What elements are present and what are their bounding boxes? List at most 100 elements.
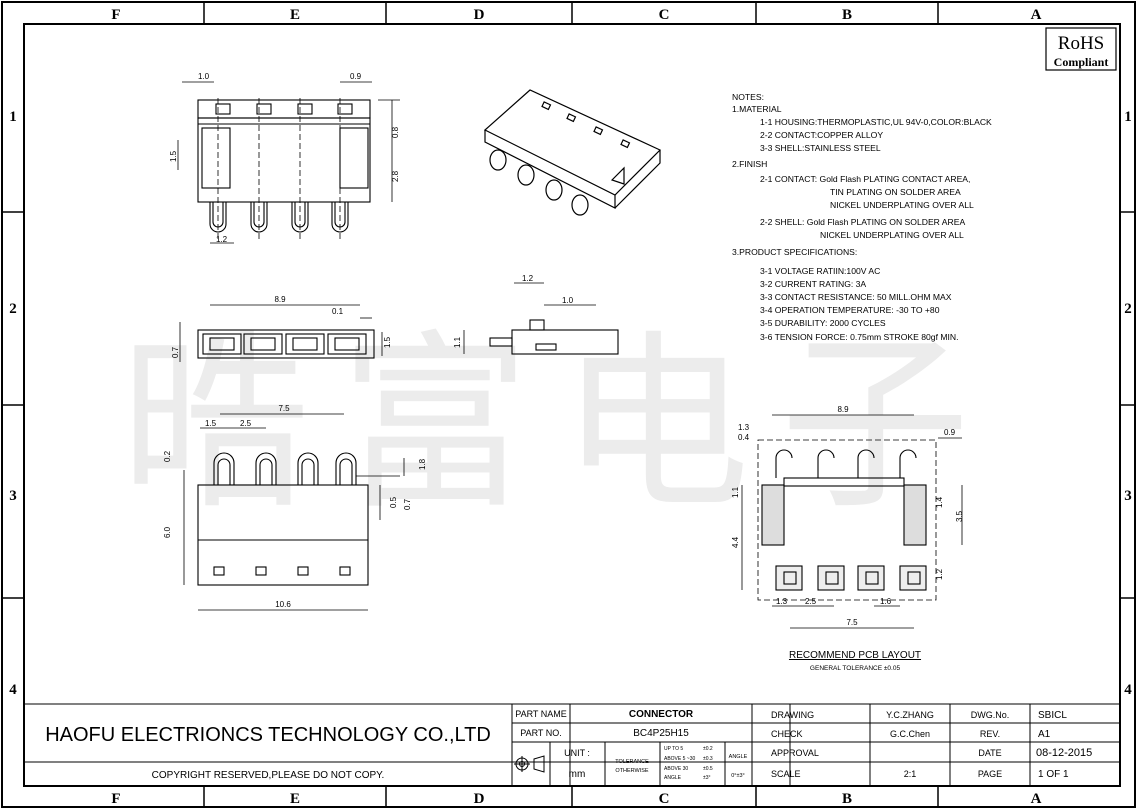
dim-plan-6-0: 6.0 — [163, 526, 172, 538]
dim-pcb-7-5: 7.5 — [846, 618, 858, 627]
dim-pcb-4-4: 4.4 — [731, 536, 740, 548]
note-line: 3-1 VOLTAGE RATIIN:100V AC — [760, 266, 880, 276]
dim-plan-1-8: 1.8 — [418, 458, 427, 470]
dim-side2-1-2: 1.2 — [522, 274, 534, 283]
note-line: 2-2 CONTACT:COPPER ALLOY — [760, 130, 883, 140]
rohs-title: RoHS — [1058, 33, 1104, 54]
dim-pcb-0-4: 0.4 — [738, 433, 750, 442]
row-label-4-right: 4 — [1124, 682, 1132, 698]
dim-plan-2-5: 2.5 — [240, 419, 252, 428]
dim-plan-10-6: 10.6 — [275, 600, 291, 609]
dim-pcb-8-9: 8.9 — [837, 405, 849, 414]
dim-pcb-1-4: 1.4 — [935, 496, 944, 508]
dim-top-1-0: 1.0 — [198, 72, 210, 81]
row-label-2-right: 2 — [1124, 301, 1132, 317]
pcb-caption-subtitle: GENERAL TOLERANCE ±0.05 — [810, 665, 901, 672]
otherwise-label: OTHERWISE — [615, 768, 649, 774]
rohs-box — [1045, 27, 1117, 71]
note-line: NICKEL UNDERPLATING OVER ALL — [820, 230, 964, 240]
page-label: PAGE — [978, 769, 1002, 779]
dim-side2-1-0: 1.0 — [562, 296, 574, 305]
dim-pcb-1-6: 1.6 — [880, 597, 892, 606]
tol-angle: ANGLE — [664, 775, 682, 781]
dim-front-0-7: 0.7 — [171, 346, 180, 358]
dim-bottom-1-2: 1.2 — [216, 235, 228, 244]
side-view — [463, 282, 619, 355]
check-label: CHECK — [771, 729, 803, 739]
tol-above-5: ABOVE 5 ~30 — [664, 756, 695, 762]
col-label-a-bottom: A — [1031, 791, 1042, 807]
page-value: 1 OF 1 — [1038, 769, 1069, 780]
note-line: 2-2 SHELL: Gold Flash PLATING ON SOLDER … — [760, 217, 965, 227]
note-line: 3-3 CONTACT RESISTANCE: 50 MILL.OHM MAX — [760, 292, 952, 302]
note-line: 1.MATERIAL — [732, 104, 782, 114]
angle-value: 0°±3° — [731, 773, 745, 779]
pcb-caption-title: RECOMMEND PCB LAYOUT — [789, 650, 921, 661]
col-label-a: A — [1031, 7, 1042, 23]
dim-pcb-1-3b: 1.3 — [776, 597, 788, 606]
dim-front-1-5: 1.5 — [383, 336, 392, 348]
row-label-2: 2 — [9, 301, 17, 317]
part-name-label: PART NAME — [515, 709, 567, 719]
dim-side-1-5: 1.5 — [169, 150, 178, 162]
dim-front-8-9: 8.9 — [274, 295, 286, 304]
note-line: 3-5 DURABILITY: 2000 CYCLES — [760, 318, 886, 328]
dim-front-0-1: 0.1 — [332, 307, 344, 316]
rohs-subtitle: Compliant — [1054, 55, 1109, 69]
pcb-layout-view — [741, 414, 963, 629]
dim-pcb-2-5: 2.5 — [805, 597, 817, 606]
note-line: 1-1 HOUSING:THERMOPLASTIC,UL 94V-0,COLOR… — [760, 117, 992, 127]
date-value: 08-12-2015 — [1036, 747, 1092, 759]
scale-value: 2:1 — [904, 769, 917, 779]
scale-label: SCALE — [771, 769, 801, 779]
drawing-value: Y.C.ZHANG — [886, 710, 934, 720]
top-view — [177, 81, 400, 244]
dim-top-0-9: 0.9 — [350, 72, 362, 81]
tol-above-30-val: ±0.5 — [703, 766, 713, 772]
copyright-notice: COPYRIGHT RESERVED,PLEASE DO NOT COPY. — [152, 770, 385, 781]
isometric-view — [483, 89, 662, 216]
dim-pcb-1-3: 1.3 — [738, 423, 750, 432]
col-label-d: D — [474, 7, 485, 23]
dim-pcb-1-1: 1.1 — [731, 486, 740, 498]
date-label: DATE — [978, 748, 1001, 758]
col-label-d-bottom: D — [474, 791, 485, 807]
dwg-no-label: DWG.No. — [971, 710, 1010, 720]
tol-angle-val: ±3° — [703, 775, 711, 781]
col-label-f-bottom: F — [111, 791, 120, 807]
notes-block: NOTES: 1.MATERIAL 1-1 HOUSING:THERMOPLAS… — [732, 92, 992, 342]
dim-side-2-8: 2.8 — [391, 170, 400, 182]
company-name: HAOFU ELECTRIONCS TECHNOLOGY CO.,LTD — [45, 724, 491, 746]
dim-side2-1-1: 1.1 — [453, 336, 462, 348]
part-name-value: CONNECTOR — [629, 709, 694, 720]
note-line: 3.PRODUCT SPECIFICATIONS: — [732, 247, 857, 257]
col-label-e: E — [290, 7, 300, 23]
note-line: 2-1 CONTACT: Gold Flash PLATING CONTACT … — [760, 174, 970, 184]
check-value: G.C.Chen — [890, 729, 930, 739]
dwg-no-value: SBICL — [1038, 710, 1067, 721]
note-line: NICKEL UNDERPLATING OVER ALL — [830, 200, 974, 210]
tol-above-5-val: ±0.3 — [703, 756, 713, 762]
col-label-b: B — [842, 7, 852, 23]
drawing-label: DRAWING — [771, 710, 814, 720]
note-line: TIN PLATING ON SOLDER AREA — [830, 187, 961, 197]
part-no-label: PART NO. — [520, 728, 562, 738]
dim-pcb-0-9: 0.9 — [944, 428, 956, 437]
row-label-1: 1 — [9, 109, 17, 125]
row-label-4: 4 — [9, 682, 17, 698]
dim-plan-0-2: 0.2 — [163, 450, 172, 462]
note-line: 3-3 SHELL:STAINLESS STEEL — [760, 143, 881, 153]
note-line: 3-6 TENSION FORCE: 0.75mm STROKE 80gf MI… — [760, 332, 959, 342]
unit-label: UNIT : — [564, 748, 590, 758]
tolerance-label: TOLERANCE — [615, 759, 649, 765]
note-line: 2.FINISH — [732, 159, 767, 169]
row-label-3: 3 — [9, 488, 17, 504]
title-block — [24, 703, 1120, 786]
rev-value: A1 — [1038, 729, 1051, 740]
tol-above-30: ABOVE 30 — [664, 766, 688, 772]
dim-plan-1-5: 1.5 — [205, 419, 217, 428]
part-no-value: BC4P25H15 — [633, 728, 689, 739]
col-label-c-bottom: C — [659, 791, 670, 807]
